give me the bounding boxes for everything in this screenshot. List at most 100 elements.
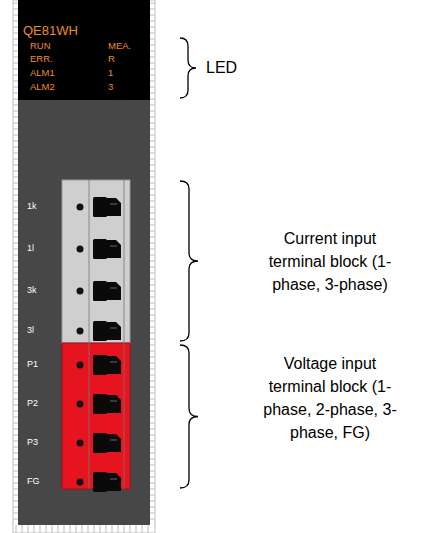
rail-tick bbox=[150, 435, 155, 436]
bracket bbox=[180, 181, 198, 341]
screw-slot bbox=[110, 440, 117, 441]
rail-tick bbox=[13, 477, 18, 478]
led-label: ALM1 bbox=[30, 68, 55, 78]
rail-tick bbox=[13, 333, 18, 334]
rail-tick bbox=[13, 207, 18, 208]
rail-tick bbox=[13, 297, 18, 298]
rail-tick bbox=[13, 519, 18, 520]
rail-tick bbox=[13, 195, 18, 196]
rail-tick bbox=[150, 207, 155, 208]
rail-tick bbox=[150, 459, 155, 460]
rail-tick bbox=[150, 411, 155, 412]
rail-tick bbox=[150, 141, 155, 142]
bracket bbox=[180, 38, 196, 98]
rail-tick bbox=[150, 33, 155, 34]
terminal-hole bbox=[77, 440, 84, 447]
terminal-screw bbox=[107, 240, 121, 258]
terminal-screw bbox=[107, 322, 121, 340]
terminal-hole bbox=[77, 288, 84, 295]
rail-tick bbox=[13, 135, 18, 136]
terminal-clamp bbox=[93, 281, 107, 301]
terminal bbox=[77, 355, 122, 375]
rail-tick bbox=[150, 399, 155, 400]
rail-tick bbox=[13, 111, 18, 112]
rail-tick bbox=[150, 165, 155, 166]
rail-tick bbox=[150, 189, 155, 190]
led-label: RUN bbox=[30, 41, 51, 51]
rail-tick bbox=[150, 231, 155, 232]
rail-tick bbox=[13, 219, 18, 220]
rail-tick bbox=[13, 153, 18, 154]
terminal-label: P2 bbox=[27, 399, 38, 409]
rail-tick bbox=[150, 81, 155, 82]
terminal-hole bbox=[77, 479, 84, 486]
rail-tick bbox=[150, 417, 155, 418]
screw-slot bbox=[110, 328, 117, 329]
rail-tick bbox=[150, 483, 155, 484]
screw-slot bbox=[110, 479, 117, 480]
terminal-hole bbox=[77, 401, 84, 408]
rail-tick bbox=[142, 525, 143, 533]
terminal-clamp bbox=[93, 321, 107, 341]
terminal-clamp bbox=[93, 355, 107, 375]
rail-tick bbox=[150, 45, 155, 46]
rail-tick bbox=[13, 453, 18, 454]
rail-tick bbox=[136, 525, 137, 533]
rail-tick bbox=[150, 369, 155, 370]
screw-slot bbox=[110, 246, 117, 247]
rail-tick bbox=[34, 525, 35, 533]
rail-tick bbox=[58, 525, 59, 533]
rail-tick bbox=[150, 219, 155, 220]
rail-tick bbox=[82, 525, 83, 533]
rail-tick bbox=[13, 243, 18, 244]
rail-tick bbox=[13, 159, 18, 160]
terminal bbox=[77, 281, 122, 301]
rail-tick bbox=[13, 303, 18, 304]
rail-tick bbox=[13, 261, 18, 262]
terminal-screw bbox=[107, 473, 121, 491]
rail-tick bbox=[13, 129, 18, 130]
rail-tick bbox=[150, 315, 155, 316]
rail-tick bbox=[150, 213, 155, 214]
rail-tick bbox=[13, 447, 18, 448]
rail-tick bbox=[150, 513, 155, 514]
rail-tick bbox=[13, 393, 18, 394]
terminal-hole bbox=[77, 362, 84, 369]
rail-tick bbox=[150, 339, 155, 340]
callout-label: LED bbox=[206, 59, 237, 77]
screw-slot bbox=[110, 204, 117, 205]
rail-tick bbox=[150, 309, 155, 310]
rail-tick bbox=[150, 279, 155, 280]
rail-tick bbox=[150, 381, 155, 382]
rail-tick bbox=[13, 279, 18, 280]
rail-tick bbox=[13, 177, 18, 178]
rail-tick bbox=[13, 471, 18, 472]
rail-tick bbox=[150, 39, 155, 40]
rail-tick bbox=[150, 441, 155, 442]
rail-tick bbox=[150, 291, 155, 292]
rail-tick bbox=[150, 477, 155, 478]
terminal-screw bbox=[107, 282, 121, 300]
rail-tick bbox=[150, 27, 155, 28]
terminal-label: P1 bbox=[27, 360, 38, 370]
rail-tick bbox=[150, 147, 155, 148]
rail-tick bbox=[150, 495, 155, 496]
led-label: R bbox=[108, 54, 115, 64]
led-label: ERR. bbox=[30, 54, 53, 64]
rail-tick bbox=[13, 411, 18, 412]
voltage-terminal-block bbox=[62, 343, 130, 489]
led-label: ALM2 bbox=[30, 82, 55, 92]
rail-tick bbox=[13, 267, 18, 268]
rail-tick bbox=[150, 363, 155, 364]
terminal-label: 1l bbox=[27, 244, 34, 254]
rail-tick bbox=[150, 471, 155, 472]
rail-tick bbox=[112, 525, 113, 533]
rail-tick bbox=[13, 363, 18, 364]
rail-tick bbox=[13, 291, 18, 292]
rail-tick bbox=[150, 75, 155, 76]
rail-tick bbox=[13, 141, 18, 142]
terminal-hole bbox=[77, 246, 84, 253]
led-label: 3 bbox=[108, 82, 113, 92]
rail-tick bbox=[13, 255, 18, 256]
